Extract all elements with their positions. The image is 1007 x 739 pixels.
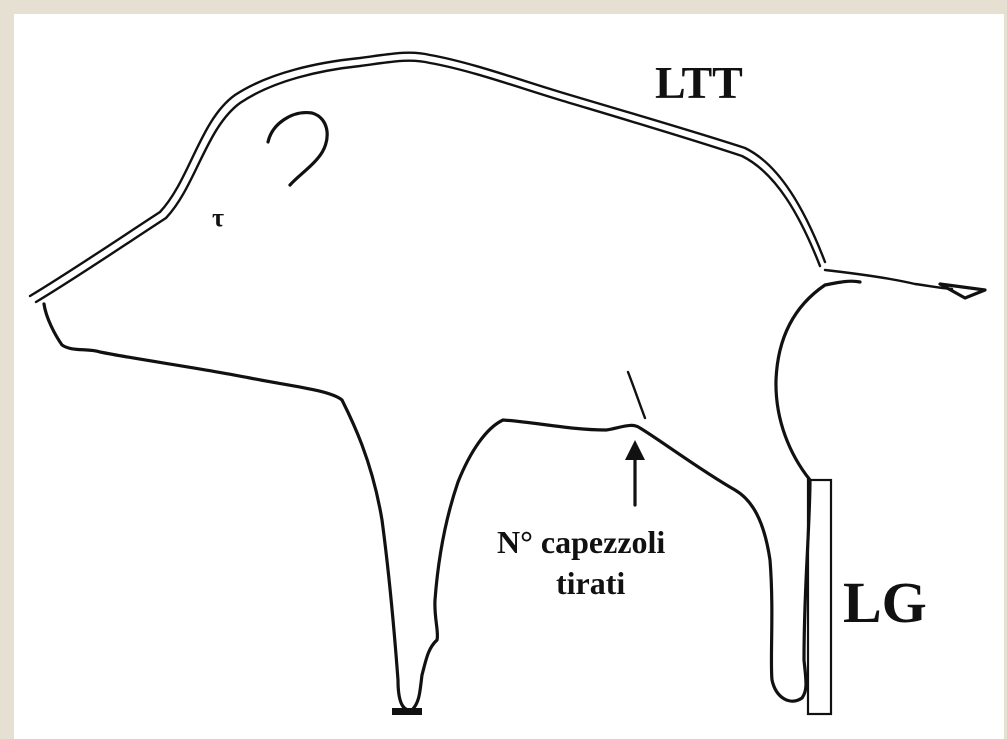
ear [268, 113, 327, 185]
teat-arrow-head [625, 440, 645, 460]
flank-line [628, 372, 645, 418]
front-hoof-mark [392, 708, 422, 715]
teat-count-label-line2: tirati [556, 565, 625, 601]
tail-tip [940, 284, 985, 298]
tail [825, 270, 952, 289]
body-outline [44, 281, 860, 710]
back-length-label: LTT [655, 57, 743, 108]
leg-length-label: LG [843, 570, 927, 635]
eye-mark: τ [212, 203, 224, 232]
teat-count-label-line1: N° capezzoli [497, 524, 665, 560]
leg-length-bar [808, 480, 831, 714]
